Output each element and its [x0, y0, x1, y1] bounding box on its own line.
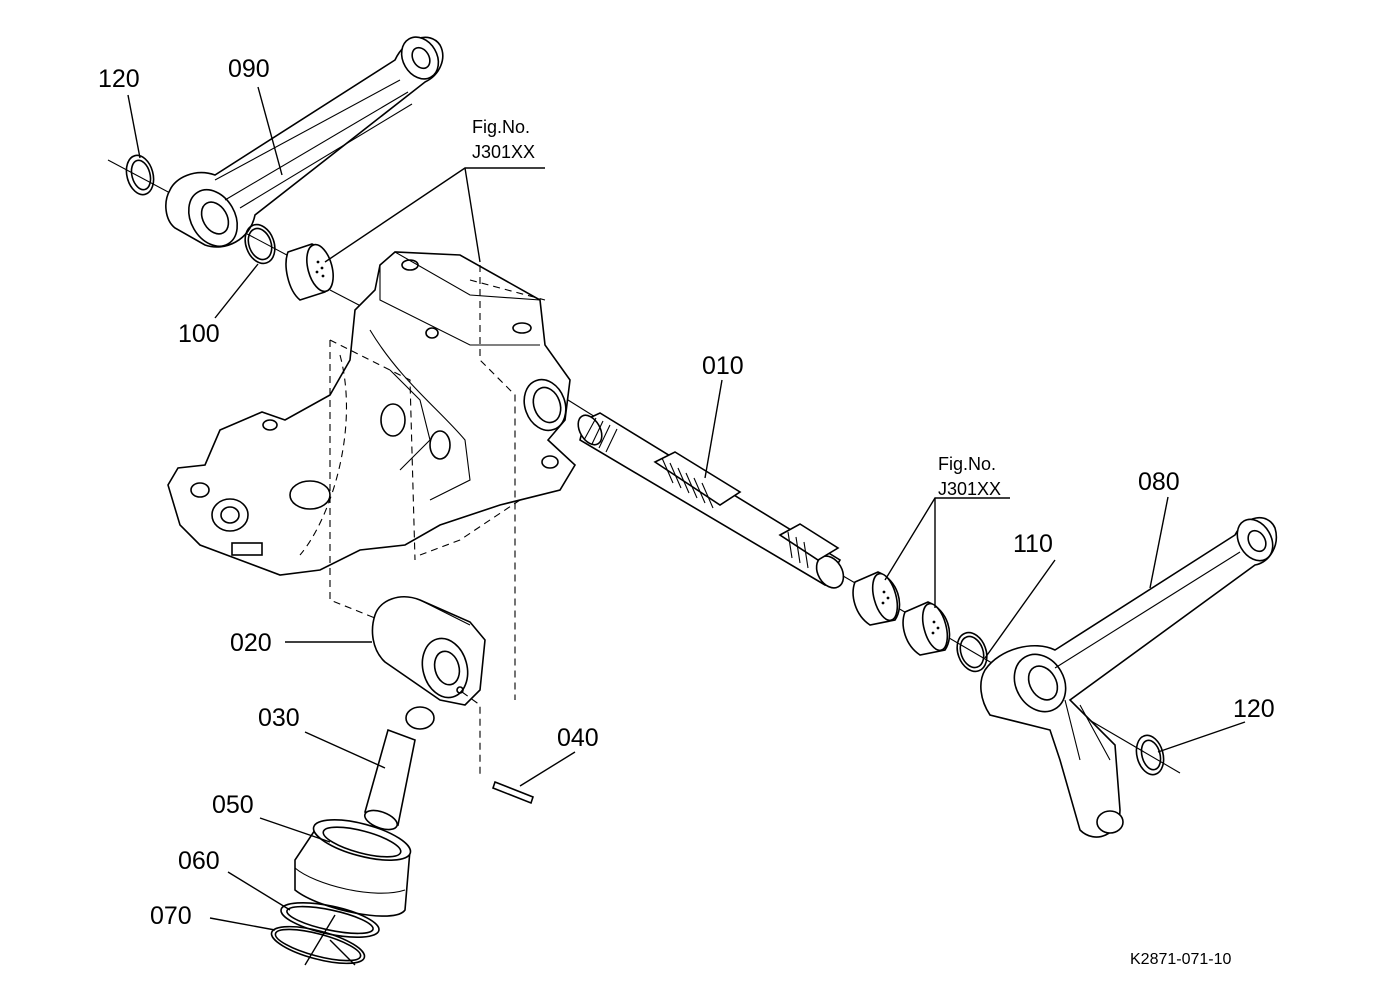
snap-ring-lower[interactable]: [1132, 732, 1167, 777]
spring-pin[interactable]: [461, 691, 534, 805]
figure-reference-upper-line1: Fig.No.: [472, 117, 530, 137]
part-number-110: 110: [1013, 530, 1053, 558]
part-number-030: 030: [258, 704, 300, 732]
lift-arm-lower[interactable]: [980, 513, 1280, 838]
snap-ring-upper[interactable]: [122, 152, 157, 197]
part-number-020: 020: [230, 629, 272, 657]
o-ring-lower[interactable]: [952, 628, 992, 675]
leader-lines: [127, 86, 1246, 966]
part-number-090: 090: [228, 55, 270, 83]
lift-shaft[interactable]: [573, 411, 849, 593]
lift-housing: [167, 251, 577, 700]
part-number-070: 070: [150, 902, 192, 930]
part-number-050: 050: [212, 791, 254, 819]
figure-reference-upper: Fig.No. J301XX: [472, 117, 535, 162]
part-number-060: 060: [178, 847, 220, 875]
figure-reference-lower: Fig.No. J301XX: [938, 454, 1001, 499]
bushing-upper[interactable]: [285, 242, 338, 301]
lift-arm-upper[interactable]: [165, 30, 446, 255]
part-number-080: 080: [1138, 468, 1180, 496]
part-number-120-lower: 120: [1233, 695, 1275, 723]
part-number-120-upper: 120: [98, 65, 140, 93]
o-ring-upper[interactable]: [240, 220, 280, 267]
part-number-100: 100: [178, 320, 220, 348]
part-number-040: 040: [557, 724, 599, 752]
figure-reference-lower-line2: J301XX: [938, 479, 1001, 499]
piston-rod[interactable]: [362, 706, 435, 833]
figure-reference-upper-line2: J301XX: [472, 142, 535, 162]
drawing-code: K2871-071-10: [1130, 951, 1232, 968]
piston[interactable]: [294, 812, 414, 917]
bushing-lower-right[interactable]: [902, 601, 952, 656]
part-number-labels: 120 090 100 010 080 110 020 120 030 040 …: [98, 55, 1275, 930]
figure-reference-lower-line1: Fig.No.: [938, 454, 996, 474]
part-number-010: 010: [702, 352, 744, 380]
piston-o-ring[interactable]: [268, 919, 368, 971]
lift-crank[interactable]: [371, 596, 486, 706]
bushing-lower-left[interactable]: [852, 571, 902, 626]
